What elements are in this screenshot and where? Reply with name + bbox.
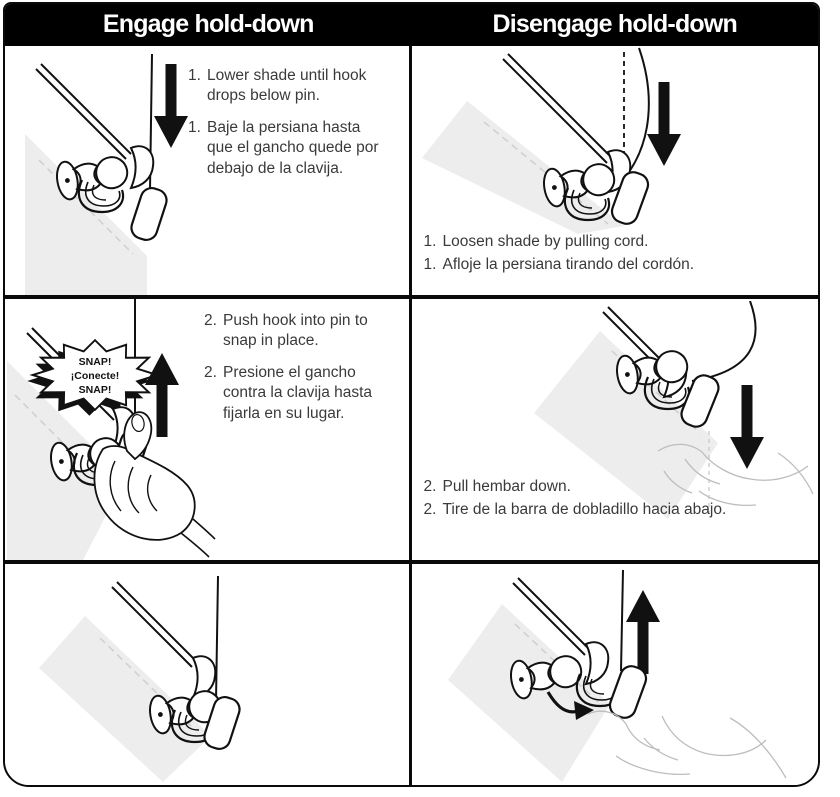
- hold-down-instruction-table: Engage hold-down Disengage hold-down: [3, 2, 820, 787]
- sill-shadow: [39, 616, 211, 782]
- engage-step2-panel: SNAP! ¡Conecte! SNAP!: [5, 299, 412, 564]
- disengage-step1-illustration: [421, 47, 681, 234]
- hook-bracket: [584, 641, 609, 685]
- disengage-step1-instructions: 1. Loosen shade by pulling cord. 1. Aflo…: [424, 232, 804, 279]
- pull-cord: [624, 47, 650, 177]
- instruction-item-en: 2. Push hook into pin to snap in place.: [204, 311, 396, 352]
- step-text: Afloje la persiana tirando del cordón.: [442, 256, 695, 274]
- sill-edge-dashed-line: [14, 394, 106, 486]
- disengage-step2-panel: 2. Pull hembar down. 2. Tire de la barra…: [411, 299, 818, 564]
- engage-result-panel: [5, 564, 412, 785]
- step-text: Baje la persiana hasta que el gancho que…: [207, 118, 379, 177]
- snap-text-en-2: SNAP!: [79, 384, 112, 396]
- step-number: 1.: [188, 67, 201, 84]
- step-text: Pull hembar down.: [442, 478, 571, 495]
- step-number: 1.: [188, 118, 201, 136]
- shade-rail: [501, 53, 613, 164]
- hembar-endcap: [605, 662, 650, 722]
- engage-step2-instructions: 2. Push hook into pin to snap in place. …: [204, 311, 396, 435]
- instruction-grid: 1. Lower shade until hook drops below pi…: [5, 46, 818, 785]
- shade-rail: [111, 581, 198, 668]
- step-text: Tire de la barra de dobladillo hacia aba…: [442, 501, 727, 519]
- release-curved-arrow-icon: [546, 691, 594, 720]
- sill-edge-dashed-line: [513, 623, 599, 703]
- step-text: Loosen shade by pulling cord.: [442, 233, 649, 250]
- instruction-item-es: 1. Afloje la persiana tirando del cordón…: [424, 255, 804, 275]
- lift-cord: [619, 569, 624, 672]
- thumbnail: [131, 413, 145, 433]
- engage-step1-panel: 1. Lower shade until hook drops below pi…: [5, 46, 412, 299]
- lift-cord: [215, 575, 219, 702]
- sill-shadow: [421, 101, 624, 234]
- instruction-item-es: 2. Tire de la barra de dobladillo hacia …: [424, 500, 804, 520]
- step-number: 2.: [423, 501, 437, 519]
- pull-cord: [691, 301, 757, 382]
- shade-rail: [511, 577, 591, 656]
- instruction-item-es: 2. Presione el gancho contra la clavija …: [204, 363, 396, 424]
- engage-step1-instructions: 1. Lower shade until hook drops below pi…: [188, 66, 380, 190]
- down-arrow-icon: [646, 82, 681, 166]
- snap-text-en-1: SNAP!: [79, 356, 112, 368]
- step-text: Presione el gancho contra la clavija has…: [223, 363, 373, 422]
- step-number: 2.: [204, 363, 217, 381]
- sill-shadow: [25, 134, 147, 295]
- snap-starburst: SNAP! ¡Conecte! SNAP!: [27, 338, 161, 416]
- engage-result-illustration: [39, 575, 244, 782]
- down-arrow-icon: [729, 385, 764, 469]
- down-arrow-icon: [154, 64, 188, 148]
- engage-step1-illustration: [25, 53, 188, 295]
- pulling-hand-faint: [657, 443, 814, 507]
- step-number: 2.: [423, 478, 437, 495]
- step-text: Lower shade until hook drops below pin.: [207, 67, 367, 105]
- disengage-column-header: Disengage hold-down: [492, 9, 738, 38]
- step-number: 1.: [423, 256, 437, 274]
- disengage-step3-panel: [411, 564, 818, 785]
- up-arrow-icon: [625, 590, 660, 674]
- disengage-step1-panel: 1. Loosen shade by pulling cord. 1. Aflo…: [411, 46, 818, 299]
- pushing-hand: [93, 411, 216, 558]
- instruction-item-en: 1. Loosen shade by pulling cord.: [424, 232, 804, 252]
- disengage-step2-instructions: 2. Pull hembar down. 2. Tire de la barra…: [424, 477, 804, 524]
- step-number: 1.: [423, 233, 437, 250]
- disengage-step3-illustration: [447, 569, 787, 782]
- table-header: Engage hold-down Disengage hold-down: [5, 4, 818, 46]
- instruction-item-en: 1. Lower shade until hook drops below pi…: [188, 66, 380, 107]
- disengage-step2-illustration: [533, 301, 814, 519]
- sill-shadow: [533, 331, 718, 519]
- step-number: 2.: [204, 312, 217, 329]
- engage-step2-illustration: SNAP! ¡Conecte! SNAP!: [7, 299, 216, 560]
- sill-edge-dashed-line: [99, 637, 194, 729]
- shade-rail: [35, 63, 132, 160]
- instruction-item-es: 1. Baje la persiana hasta que el gancho …: [188, 118, 380, 179]
- hembar-endcap: [127, 184, 171, 244]
- snap-text-es: ¡Conecte!: [71, 370, 119, 382]
- engage-column-header: Engage hold-down: [102, 9, 315, 38]
- instruction-item-en: 2. Pull hembar down.: [424, 477, 804, 497]
- lifting-hand-faint: [587, 710, 787, 779]
- step-text: Push hook into pin to snap in place.: [223, 312, 368, 350]
